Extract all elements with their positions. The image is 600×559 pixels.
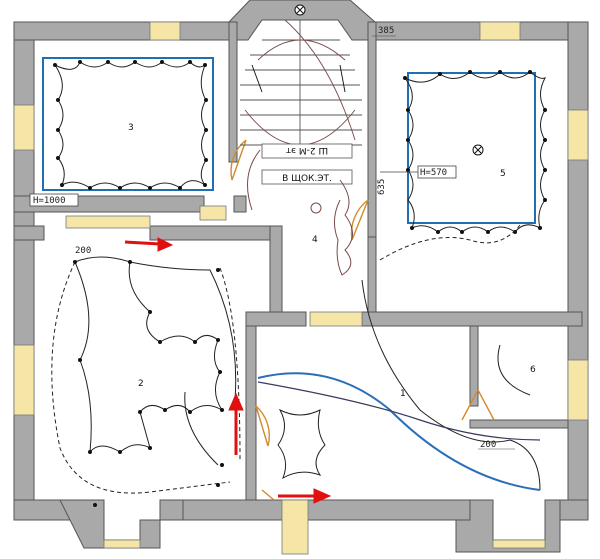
arrow-room-2-top: [124, 237, 174, 252]
stair-labels: Ш 2-М эт В ЩОК.ЭТ.: [261, 143, 353, 185]
stair-label-2: В ЩОК.ЭТ.: [282, 174, 332, 184]
arrow-room-2-right: [228, 392, 244, 455]
dim-200-room-1: 200: [480, 440, 496, 450]
windows: [13, 21, 589, 555]
wiring-room-2: [51, 256, 241, 494]
wiring-room-4: [247, 149, 353, 276]
switch-symbols: [294, 4, 484, 156]
ceiling-frame-room-5: [407, 72, 536, 224]
ceiling-frame-room-3: [42, 57, 214, 191]
doors: [230, 139, 495, 501]
dim-635: 635: [377, 179, 387, 195]
wiring-room-1: [277, 224, 541, 491]
room-label-4: 4: [312, 235, 318, 245]
staircase: [240, 19, 362, 150]
switch-icon-room-5: [472, 144, 484, 156]
label-h570: H=570: [420, 168, 447, 178]
annotations: H=1000 H=570 385 635 200 200: [29, 26, 515, 450]
dim-200-room-2: 200: [75, 246, 91, 256]
room-label-1: 1: [400, 389, 406, 399]
room-label-6: 6: [530, 365, 536, 375]
walls: [13, 0, 589, 553]
wiring-room-3: [53, 61, 207, 189]
fixtures-room-2: [73, 260, 224, 507]
switch-icon-top: [294, 4, 306, 16]
fixtures-room-3: [53, 60, 208, 190]
arrow-room-1-bottom: [278, 488, 332, 504]
room-labels: 3 5 4 2 1 6: [128, 123, 536, 399]
room-label-2: 2: [138, 379, 144, 389]
room-label-5: 5: [500, 169, 506, 179]
stair-label-1: Ш 2-М эт: [286, 145, 328, 155]
cables: [257, 372, 541, 491]
dim-385: 385: [378, 26, 394, 36]
label-h1000: H=1000: [33, 196, 66, 206]
room-label-3: 3: [128, 123, 134, 133]
red-arrows: [124, 237, 332, 504]
